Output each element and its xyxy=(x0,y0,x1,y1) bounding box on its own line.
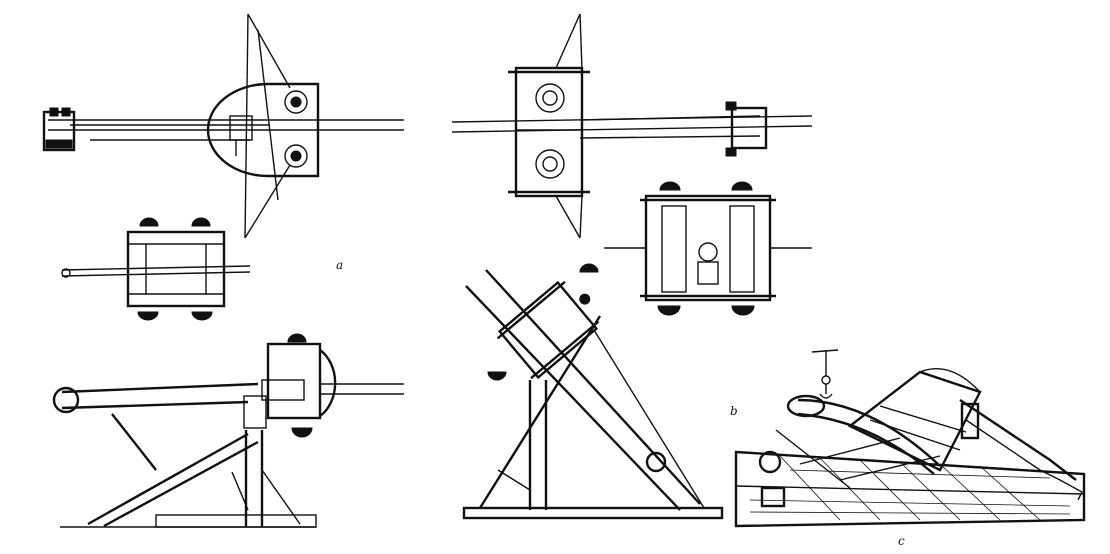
fig-a-plan-view xyxy=(42,13,404,239)
fig-b-lower-plan xyxy=(604,181,812,316)
fig-a-side-elevation xyxy=(52,333,404,528)
figure-label-b: b xyxy=(730,404,738,418)
fig-b-plan-view xyxy=(451,13,813,239)
fig-b-inclined-elevation xyxy=(462,263,724,520)
fig-c-perspective xyxy=(734,349,1086,528)
fig-a-lower-plan xyxy=(61,217,251,321)
figure-label-a: a xyxy=(336,258,344,272)
figure-label-c: c xyxy=(898,534,905,548)
